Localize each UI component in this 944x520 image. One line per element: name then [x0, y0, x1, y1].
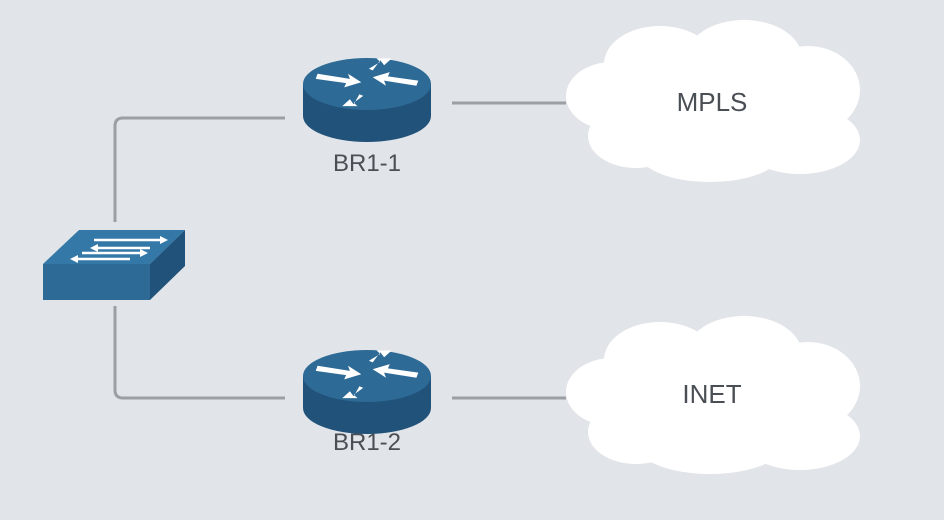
links: [113, 101, 566, 400]
router-label: BR1-1: [333, 150, 401, 177]
router-icon: [303, 350, 431, 434]
switch-icon[interactable]: [43, 230, 185, 300]
cloud-icon: [566, 316, 860, 474]
router-br1-1[interactable]: BR1-1: [303, 58, 431, 177]
cloud-label: INET: [682, 379, 741, 409]
router-icon: [303, 58, 431, 142]
cloud-inet[interactable]: INET: [566, 316, 860, 474]
cloud-icon: [566, 20, 860, 182]
cloud-label: MPLS: [677, 87, 748, 117]
router-br1-2[interactable]: BR1-2: [303, 350, 431, 456]
link-switch-br1-1: [113, 116, 285, 222]
link-switch-br1-2: [113, 306, 285, 400]
cloud-mpls[interactable]: MPLS: [566, 20, 860, 182]
router-label: BR1-2: [333, 429, 401, 456]
